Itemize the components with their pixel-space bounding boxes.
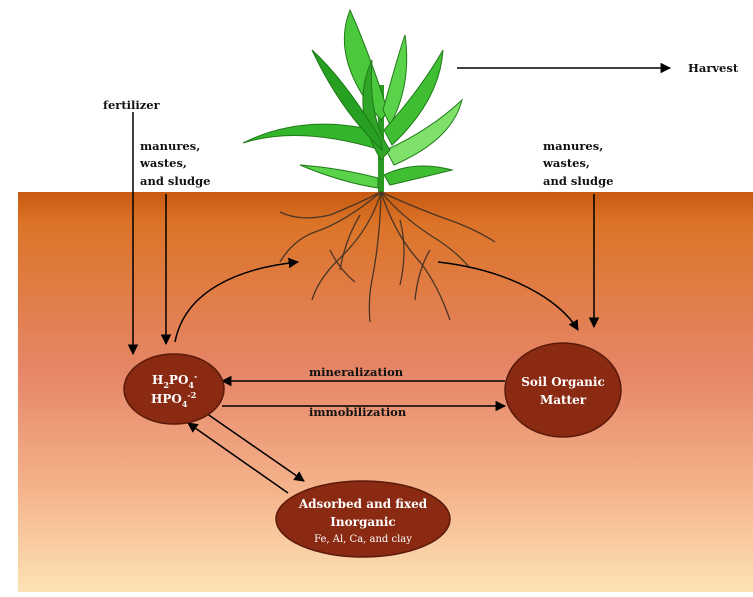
- manures-left-line3: and sludge: [140, 174, 210, 188]
- harvest-label: Harvest: [688, 61, 739, 75]
- adsorbed-line3: Fe, Al, Ca, and clay: [314, 534, 412, 545]
- manures-right-line2: wastes,: [542, 156, 590, 170]
- plant-shoot: [243, 10, 462, 192]
- adsorbed-line1: Adsorbed and fixed: [298, 497, 428, 511]
- fertilizer-label: fertilizer: [103, 98, 161, 112]
- adsorbed-line2: Inorganic: [330, 515, 395, 529]
- soil-organic-line1: Soil Organic: [521, 375, 605, 389]
- soil-organic-line2: Matter: [540, 393, 587, 407]
- manures-left-line1: manures,: [140, 139, 200, 153]
- manures-left-line2: wastes,: [139, 156, 187, 170]
- manures-right-line3: and sludge: [543, 174, 613, 188]
- mineralization-label: mineralization: [309, 365, 404, 379]
- soil-organic-matter-node: [505, 343, 621, 437]
- phosphate-node: [124, 354, 224, 424]
- immobilization-label: immobilization: [309, 405, 407, 419]
- manures-right-line1: manures,: [543, 139, 603, 153]
